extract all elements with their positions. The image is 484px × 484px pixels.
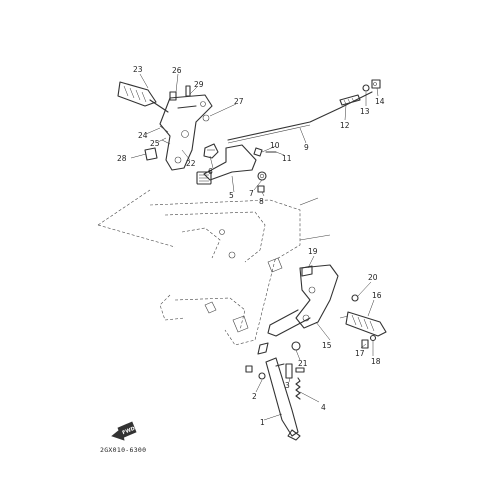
left-footrest-bolts [144,85,210,161]
leader-lines [130,73,379,421]
frame-outline [149,197,331,346]
callout-5: 5 [229,191,234,200]
callout-25: 25 [150,139,160,148]
callout-24: 24 [138,131,148,140]
callout-12: 12 [340,121,350,130]
pedal-small-hardware [253,147,277,193]
callout-8: 8 [259,197,264,206]
callout-22: 22 [186,159,196,168]
pedal-arm [196,144,257,185]
callout-21: 21 [298,359,308,368]
pedal-spring [203,143,219,159]
fwd-arrow-icon: FWD [111,421,137,441]
callout-labels: 1 2 3 4 5 6 7 8 9 10 11 12 13 14 15 16 1… [117,65,385,427]
side-stand [257,342,301,441]
left-footpeg [117,81,169,113]
callout-4: 4 [321,403,326,412]
fwd-label: FWD [122,426,136,436]
callout-20: 20 [368,273,378,282]
pedal-rod [227,91,373,144]
right-footrest-hardware [291,265,377,351]
callout-28: 28 [117,154,127,163]
callout-3: 3 [285,381,290,390]
callout-29: 29 [194,80,204,89]
callout-14: 14 [375,97,385,106]
right-footrest-bracket [267,264,339,337]
callout-26: 26 [172,66,182,75]
left-footrest-bracket [159,94,213,171]
callout-18: 18 [371,357,381,366]
callout-13: 13 [360,107,370,116]
callout-2: 2 [252,392,257,401]
drawing-code: 2GX010-6300 [100,446,146,454]
callout-11: 11 [282,154,292,163]
callout-19: 19 [308,247,318,256]
callout-10: 10 [270,141,280,150]
callout-6: 6 [208,167,213,176]
callout-7: 7 [249,189,254,198]
pedal-rod-end-parts [362,79,381,92]
callout-23: 23 [133,65,143,74]
callout-9: 9 [304,143,309,152]
right-footpeg [339,311,387,337]
callout-17: 17 [355,349,365,358]
callout-1: 1 [260,418,265,427]
callout-15: 15 [322,341,332,350]
side-stand-bolt-and-spring [245,363,305,400]
guide-lines [97,189,176,248]
callout-16: 16 [372,291,382,300]
callout-27: 27 [234,97,244,106]
